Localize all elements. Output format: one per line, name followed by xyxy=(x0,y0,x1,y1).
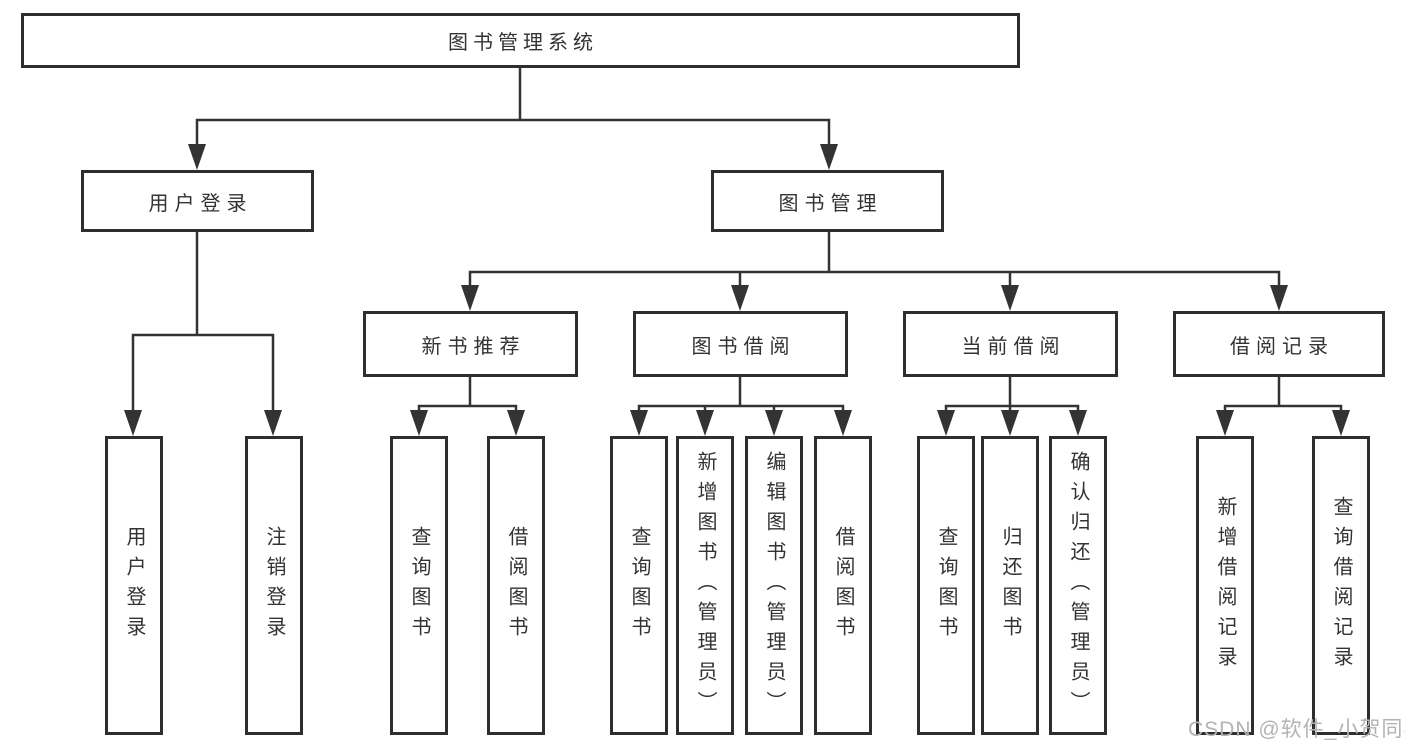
leaf-confirm-return-admin: 确认归还（管理员） xyxy=(1049,436,1107,735)
leaf-borrow-books-recommend: 借阅图书 xyxy=(487,436,545,735)
leaf-label: 查询图书 xyxy=(628,525,650,646)
leaf-borrow-books: 借阅图书 xyxy=(814,436,872,735)
node-book-management: 图书管理 xyxy=(711,170,944,232)
node-label: 图书借阅 xyxy=(691,335,796,358)
node-library-system: 图书管理系统 xyxy=(21,13,1020,68)
node-current-borrow: 当前借阅 xyxy=(903,311,1118,377)
leaf-user-login: 用户登录 xyxy=(105,436,163,735)
leaf-label: 新增图书（管理员） xyxy=(694,450,716,721)
node-label: 用户登录 xyxy=(148,192,253,215)
node-label: 当前借阅 xyxy=(961,335,1066,358)
leaf-add-borrow-record: 新增借阅记录 xyxy=(1196,436,1254,735)
leaf-label: 归还图书 xyxy=(999,525,1021,646)
leaf-label: 新增借阅记录 xyxy=(1214,495,1236,676)
leaf-label: 注销登录 xyxy=(263,525,285,646)
leaf-query-books-borrow: 查询图书 xyxy=(610,436,668,735)
leaf-logout: 注销登录 xyxy=(245,436,303,735)
leaf-label: 查询图书 xyxy=(935,525,957,646)
node-book-borrow: 图书借阅 xyxy=(633,311,848,377)
leaf-label: 编辑图书（管理员） xyxy=(763,450,785,721)
leaf-label: 借阅图书 xyxy=(505,525,527,646)
node-user-login: 用户登录 xyxy=(81,170,314,232)
node-label: 新书推荐 xyxy=(421,335,526,358)
leaf-label: 借阅图书 xyxy=(832,525,854,646)
csdn-watermark: CSDN @软件_小贺同学 xyxy=(1188,718,1405,741)
node-label: 图书管理系统 xyxy=(448,32,598,54)
node-new-book-recommend: 新书推荐 xyxy=(363,311,578,377)
leaf-label: 用户登录 xyxy=(123,525,145,646)
leaf-query-books-current: 查询图书 xyxy=(917,436,975,735)
leaf-label: 查询借阅记录 xyxy=(1330,495,1352,676)
node-label: 借阅记录 xyxy=(1230,335,1334,358)
leaf-return-book: 归还图书 xyxy=(981,436,1039,735)
leaf-edit-book-admin: 编辑图书（管理员） xyxy=(745,436,803,735)
node-label: 图书管理 xyxy=(778,192,883,215)
leaf-query-books-recommend: 查询图书 xyxy=(390,436,448,735)
node-borrow-records: 借阅记录 xyxy=(1173,311,1385,377)
leaf-add-book-admin: 新增图书（管理员） xyxy=(676,436,734,735)
leaf-query-borrow-record: 查询借阅记录 xyxy=(1312,436,1370,735)
leaf-label: 确认归还（管理员） xyxy=(1067,450,1089,721)
leaf-label: 查询图书 xyxy=(408,525,430,646)
